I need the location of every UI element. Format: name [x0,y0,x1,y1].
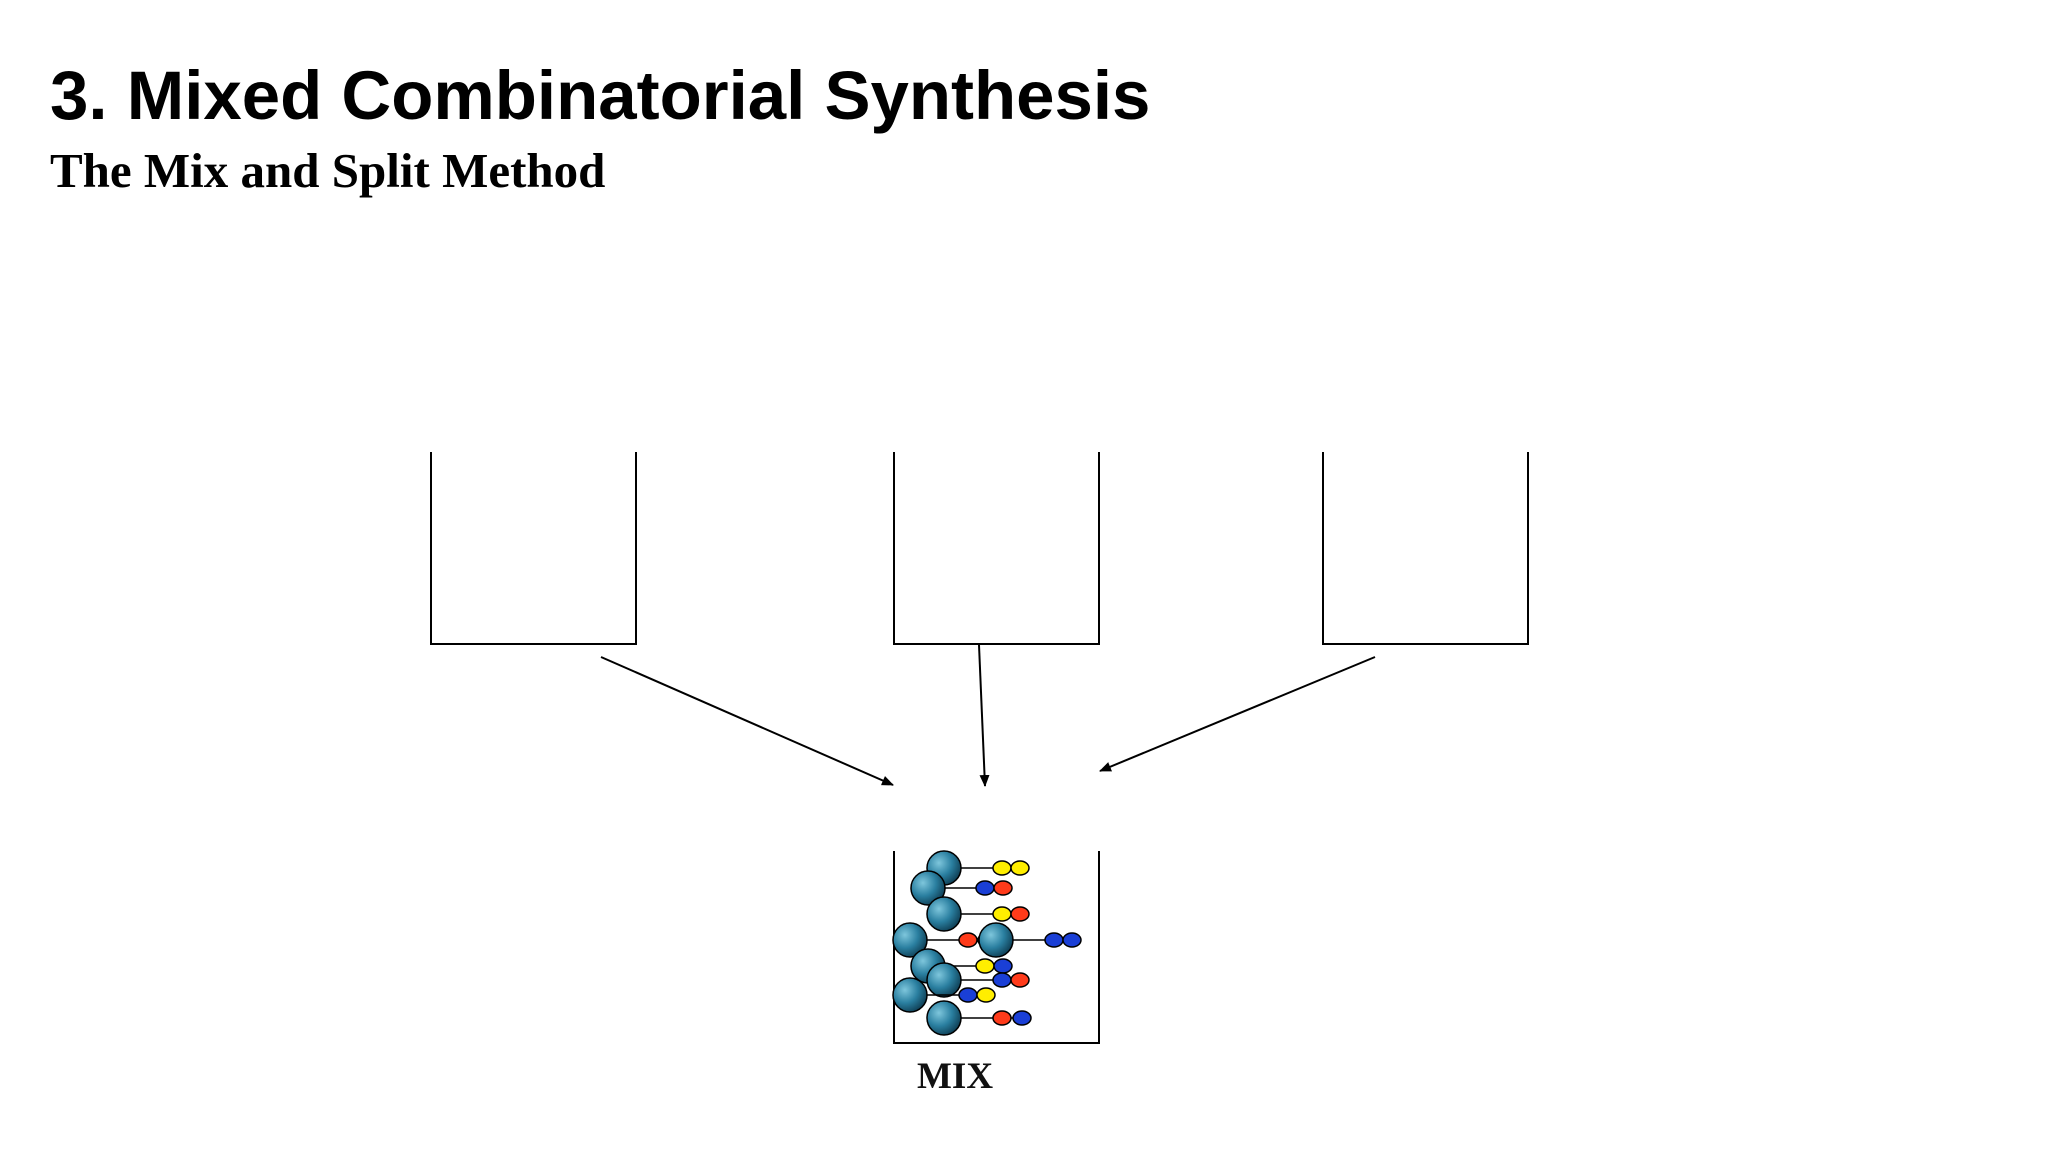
arrow-center-to-mix [978,644,990,787]
bead [892,977,928,1013]
bead [926,1000,962,1036]
arrow-right-to-mix [1099,656,1376,772]
bead [978,922,1014,958]
bead [910,870,946,906]
bead [926,962,962,998]
source-vessel-2 [893,452,1100,645]
bead-molecules [892,850,1082,1036]
slide-title: 3. Mixed Combinatorial Synthesis [50,57,1151,134]
bead [926,896,962,932]
mix-vessel-label: MIX [917,1056,993,1097]
source-vessel-1 [430,452,637,645]
arrow-left-to-mix [600,656,894,786]
bead [892,922,928,958]
source-vessel-3 [1322,452,1529,645]
slide-subtitle: The Mix and Split Method [50,143,606,198]
